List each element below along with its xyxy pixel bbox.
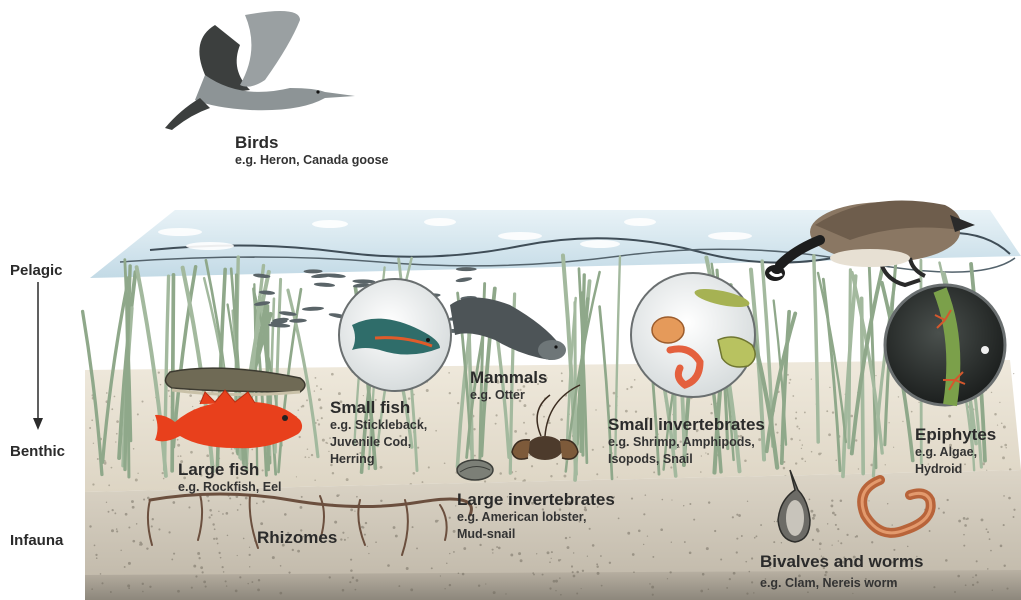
label-small-fish: Small fish e.g. Stickleback, Juvenile Co…: [330, 398, 427, 468]
small-invertebrates-title: Small invertebrates: [608, 415, 765, 434]
label-bivalves-worms: Bivalves and worms e.g. Clam, Nereis wor…: [760, 552, 923, 592]
small-invertebrates-bubble: [631, 273, 755, 397]
birds-title: Birds: [235, 133, 389, 152]
label-birds: Birds e.g. Heron, Canada goose: [235, 133, 389, 169]
snail-icon: [652, 317, 684, 343]
epiphytes-examples: e.g. Algae, Hydroid: [915, 444, 996, 478]
large-invertebrates-title: Large invertebrates: [457, 490, 615, 509]
rhizomes-title: Rhizomes: [257, 528, 337, 547]
small-fish-title: Small fish: [330, 398, 427, 417]
label-large-invertebrates: Large invertebrates e.g. American lobste…: [457, 490, 615, 543]
large-invertebrates-examples: e.g. American lobster, Mud-snail: [457, 509, 615, 543]
small-fish-bubble: [339, 279, 451, 391]
label-large-fish: Large fish e.g. Rockfish, Eel: [178, 460, 282, 496]
zone-label-infauna: Infauna: [10, 532, 63, 549]
label-rhizomes: Rhizomes: [257, 528, 337, 547]
zone-label-benthic: Benthic: [10, 443, 65, 460]
large-fish-title: Large fish: [178, 460, 282, 479]
label-epiphytes: Epiphytes e.g. Algae, Hydroid: [915, 425, 996, 478]
birds-examples: e.g. Heron, Canada goose: [235, 152, 389, 169]
small-fish-examples: e.g. Stickleback, Juvenile Cod, Herring: [330, 417, 427, 468]
mud-snail-icon: [457, 460, 493, 480]
label-mammals: Mammals e.g. Otter: [470, 368, 547, 404]
epiphytes-title: Epiphytes: [915, 425, 996, 444]
pelagic-benthic-arrow: [33, 282, 43, 430]
large-fish-examples: e.g. Rockfish, Eel: [178, 479, 282, 496]
heron-icon: [165, 11, 355, 130]
small-invertebrates-examples: e.g. Shrimp, Amphipods, Isopods, Snail: [608, 434, 765, 468]
bivalves-worms-title: Bivalves and worms: [760, 552, 923, 571]
mammals-examples: e.g. Otter: [470, 387, 547, 404]
bivalves-worms-examples: e.g. Clam, Nereis worm: [760, 575, 923, 592]
epiphytes-bubble: [885, 285, 1005, 405]
zone-label-pelagic: Pelagic: [10, 262, 63, 279]
mammals-title: Mammals: [470, 368, 547, 387]
label-small-invertebrates: Small invertebrates e.g. Shrimp, Amphipo…: [608, 415, 765, 468]
